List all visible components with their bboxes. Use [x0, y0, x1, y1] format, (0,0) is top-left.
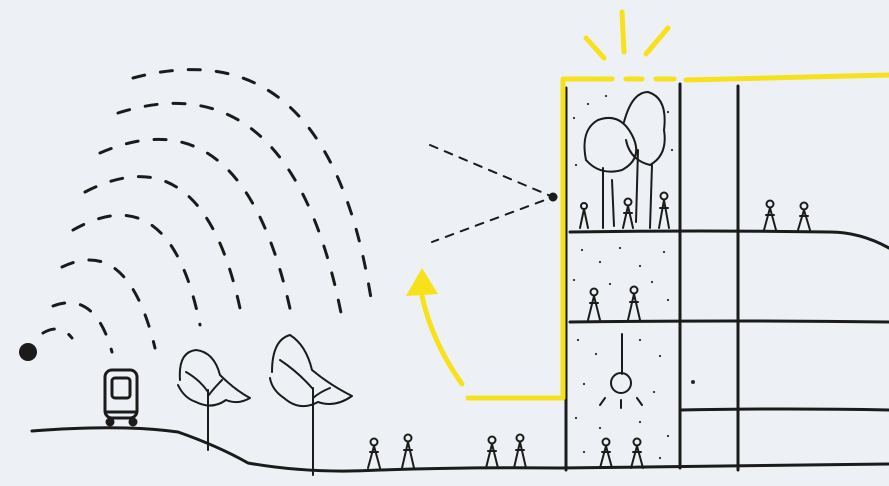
sound-source-icon	[19, 343, 37, 361]
